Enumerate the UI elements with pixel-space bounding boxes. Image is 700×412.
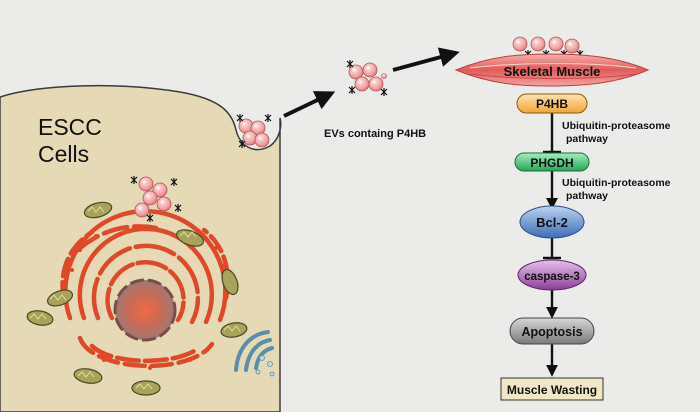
nucleus — [113, 278, 177, 342]
escc-label-line2: Cells — [38, 141, 89, 167]
golgi-apparatus — [234, 330, 274, 372]
pathway-connectors — [543, 112, 561, 377]
node-apoptosis: Apoptosis — [509, 317, 595, 345]
er-ribosomes — [70, 234, 226, 370]
node-muscle-wasting: Muscle Wasting — [500, 377, 604, 401]
arrow-cell-to-evs — [283, 91, 336, 118]
golgi-vesicles — [255, 355, 275, 377]
node-phgdh: PHGDH — [514, 152, 590, 172]
skeletal-muscle-label: Skeletal Muscle — [504, 64, 601, 79]
escc-label-line1: ESCC — [38, 114, 102, 140]
mitochondria-cristae — [29, 206, 241, 390]
budding-evs — [236, 113, 272, 149]
svg-text:PHGDH: PHGDH — [530, 156, 573, 170]
ubiquitin-label-2-line2: pathway — [566, 190, 608, 202]
svg-text:Muscle Wasting: Muscle Wasting — [507, 383, 597, 397]
arrow-evs-to-muscle — [392, 47, 460, 72]
node-caspase3: caspase-3 — [517, 259, 587, 291]
svg-text:Bcl-2: Bcl-2 — [536, 215, 568, 230]
ubiquitin-label-1-line1: Ubiquitin-proteasome — [562, 120, 671, 132]
skeletal-muscle — [454, 53, 650, 87]
ubiquitin-label-2-line1: Ubiquitin-proteasome — [562, 177, 671, 189]
node-bcl2: Bcl-2 — [519, 205, 585, 239]
svg-text:P4HB: P4HB — [536, 97, 568, 111]
escc-cell-membrane — [0, 84, 282, 412]
secreted-evs — [346, 59, 388, 97]
ubiquitin-label-1-line2: pathway — [566, 133, 608, 145]
ev-label: EVs containg P4HB — [324, 128, 426, 140]
node-p4hb: P4HB — [516, 93, 588, 114]
svg-text:caspase-3: caspase-3 — [524, 271, 580, 283]
svg-text:Apoptosis: Apoptosis — [521, 325, 582, 339]
